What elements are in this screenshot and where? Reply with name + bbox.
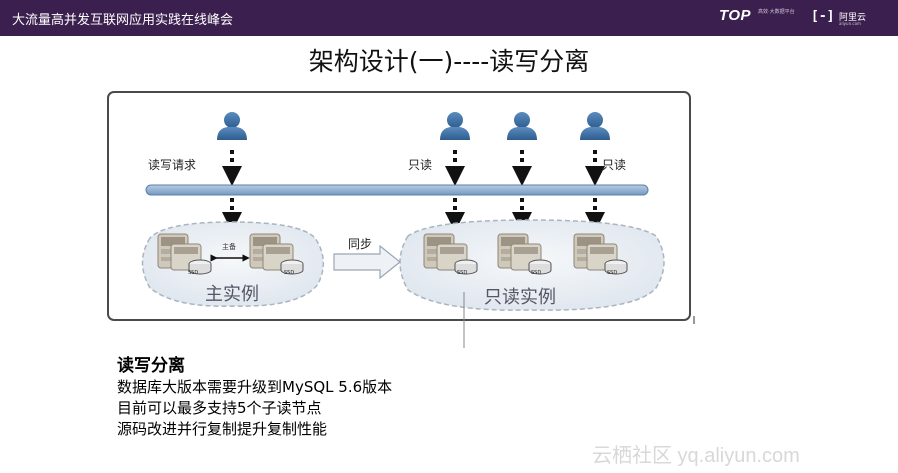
- summary-line-1: 数据库大版本需要升级到MySQL 5.6版本: [117, 378, 393, 396]
- label-read-only-left: 只读: [408, 158, 432, 172]
- aliyun-logo-icon: [-]: [811, 9, 835, 24]
- header-title: 大流量高并发互联网应用实践在线峰会: [12, 13, 234, 28]
- summary-block: 读写分离 数据库大版本需要升级到MySQL 5.6版本 目前可以最多支持5个子读…: [117, 355, 392, 440]
- server-tag-5: SSD: [607, 270, 617, 276]
- request-bus-bar: [145, 184, 649, 196]
- header-bar: 大流量高并发互联网应用实践在线峰会 TOP 高效·大数据平台 [-] 阿里云 a…: [0, 0, 898, 36]
- server-tag-1: SSD: [188, 270, 198, 276]
- top-logo: TOP: [719, 7, 752, 24]
- server-tag-4: SSD: [531, 270, 541, 276]
- aliyun-logo-domain: aliyun.com: [839, 21, 861, 26]
- label-backup: 主备: [222, 242, 236, 251]
- label-read-only-right: 只读: [602, 158, 626, 172]
- top-logo-subtitle: 高效·大数据平台: [758, 9, 795, 15]
- summary-heading: 读写分离: [117, 356, 185, 376]
- label-rw-request: 读写请求: [148, 158, 196, 172]
- watermark: 云栖社区 yq.aliyun.com: [592, 445, 800, 467]
- sync-arrow: [333, 244, 401, 280]
- request-arrows-bottom: [222, 198, 605, 232]
- label-sync: 同步: [348, 237, 372, 251]
- summary-line-2: 目前可以最多支持5个子读节点: [117, 399, 322, 417]
- slide-title: 架构设计(一)----读写分离: [308, 47, 590, 76]
- aliyun-logo-text: 阿里云: [839, 13, 867, 23]
- label-primary-group: 主实例: [205, 284, 259, 305]
- label-readonly-group: 只读实例: [484, 287, 556, 308]
- aliyun-logo: [-] 阿里云 aliyun.com: [811, 9, 873, 27]
- server-tag-2: SSD: [284, 270, 294, 276]
- server-tag-3: SSD: [457, 270, 467, 276]
- summary-line-3: 源码改进并行复制提升复制性能: [117, 420, 328, 438]
